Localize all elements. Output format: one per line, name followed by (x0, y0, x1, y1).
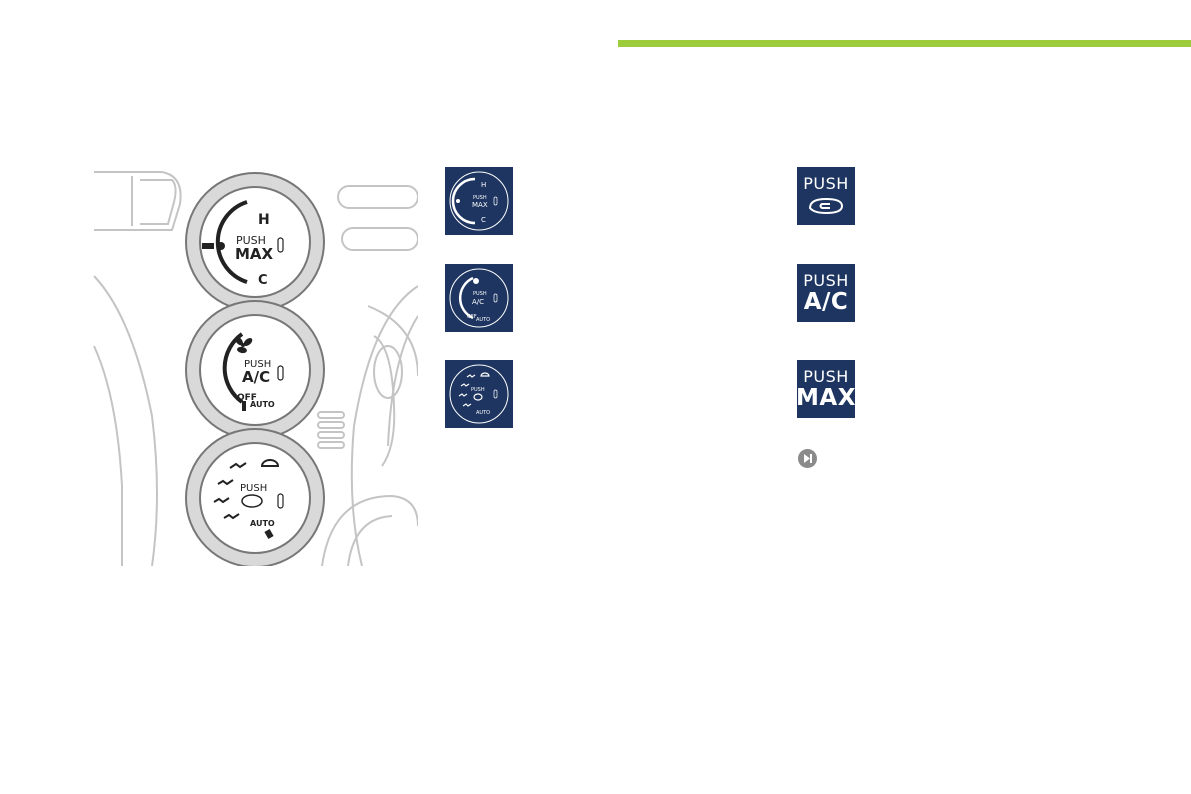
push-max-button-icon: PUSH MAX (796, 360, 855, 418)
svg-text:A/C: A/C (472, 298, 484, 306)
air-distribution-dial-thumbnail: PUSH AUTO (445, 360, 513, 428)
svg-text:PUSH: PUSH (473, 195, 487, 201)
svg-text:C: C (481, 216, 486, 224)
svg-text:OFF: OFF (467, 314, 477, 320)
fan-dial-thumbnail: PUSH A/C OFF AUTO (445, 264, 513, 332)
air-distribution-knob: PUSH AUTO (185, 428, 325, 568)
svg-text:MAX: MAX (472, 201, 488, 209)
svg-text:H: H (481, 181, 486, 189)
svg-text:OFF: OFF (237, 393, 257, 403)
svg-text:PUSH: PUSH (240, 483, 267, 494)
next-page-icon[interactable] (798, 449, 817, 468)
svg-text:PUSH: PUSH (236, 234, 266, 247)
svg-text:AUTO: AUTO (476, 317, 490, 323)
svg-text:PUSH: PUSH (473, 291, 487, 297)
fan-knob: PUSH A/C OFF AUTO (185, 300, 325, 440)
dashboard-outline: H C PUSH MAX PUSH A/C OFF AUTO (93, 171, 419, 568)
push-ac-button-icon: PUSH A/C (797, 264, 855, 322)
svg-text:PUSH: PUSH (471, 387, 485, 393)
svg-text:AUTO: AUTO (476, 410, 490, 416)
push-recirculation-button-icon: PUSH (797, 167, 855, 225)
temperature-dial-thumbnail: H C PUSH MAX (445, 167, 513, 235)
svg-text:C: C (258, 273, 268, 288)
svg-text:A/C: A/C (242, 368, 270, 386)
recirculation-icon (808, 197, 844, 215)
climate-control-illustration: H C PUSH MAX PUSH A/C OFF AUTO (92, 166, 419, 568)
svg-text:PUSH: PUSH (244, 359, 271, 370)
svg-text:H: H (258, 212, 270, 228)
svg-text:MAX: MAX (235, 245, 274, 263)
section-header-rule (618, 40, 1191, 47)
fan-icon (235, 336, 253, 354)
temperature-knob: H C PUSH MAX (185, 172, 325, 312)
svg-text:AUTO: AUTO (250, 400, 275, 409)
svg-text:AUTO: AUTO (250, 519, 275, 528)
